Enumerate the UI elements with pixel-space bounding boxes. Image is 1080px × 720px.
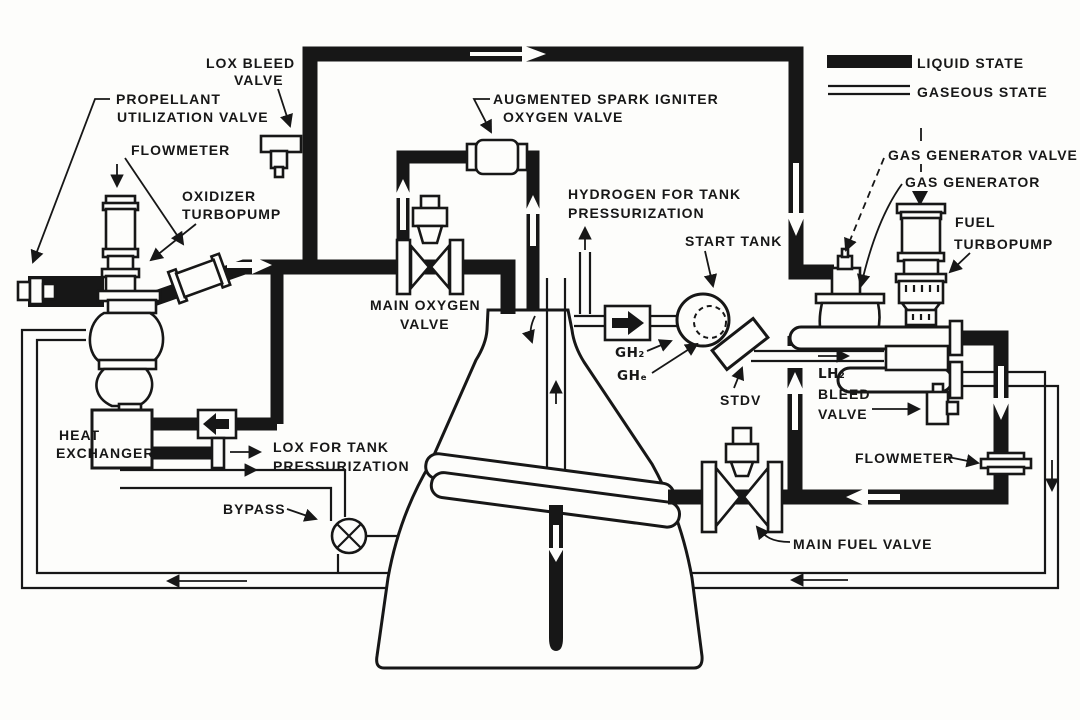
label-gh2: GH₂ [615,345,645,361]
label-heat-exchanger-2: EXCHANGER [56,445,154,461]
label-stdv: STDV [720,392,761,408]
liquid-flow-arrows [227,45,1011,507]
stdv-valve [710,316,770,372]
label-lox-press-2: PRESSURIZATION [273,458,410,474]
label-pu-valve-1: PROPELLANT [116,91,221,107]
label-gas-generator-valve: GAS GENERATOR VALVE [888,147,1078,163]
label-main-fuel-valve: MAIN FUEL VALVE [793,536,932,552]
start-tank-discharge-line [751,349,884,363]
label-oxidizer-turbopump-1: OXIDIZER [182,188,256,204]
label-hydrogen-press-2: PRESSURIZATION [568,205,705,221]
chamber-centerline [549,505,563,651]
label-start-tank: START TANK [685,233,782,249]
label-lh2-bleed-2: BLEED [818,386,870,402]
gh2-start-lines [574,225,678,328]
label-lox-bleed-valve-1: LOX BLEED [206,55,295,71]
label-heat-exchanger-1: HEAT [59,427,100,443]
legend-gaseous-label: GASEOUS STATE [917,84,1048,100]
label-flowmeter-right: FLOWMETER [855,450,954,466]
oxidizer-turbopump [16,194,232,416]
fuel-turbopump [788,191,964,400]
legend-gaseous-swatch [828,84,910,96]
lox-bleed-valve [259,134,303,179]
label-ghe: GHₑ [617,368,647,384]
labels: LOX BLEED VALVE PROPELLANT UTILIZATION V… [56,55,1078,552]
legend: LIQUID STATE GASEOUS STATE [827,55,1048,100]
legend-liquid-label: LIQUID STATE [917,55,1024,71]
label-leaders [30,88,980,543]
label-pu-valve-2: UTILIZATION VALVE [117,109,269,125]
heat-exchanger-bypass-line [120,468,406,573]
label-main-oxygen-valve-1: MAIN OXYGEN [370,297,481,313]
asi-oxygen-valve [465,138,529,176]
chamber-down-arrow [548,525,564,562]
legend-liquid-swatch [827,55,912,68]
injector-center-tube [545,278,567,500]
gas-generator-valve [830,247,862,298]
label-asi-valve-2: OXYGEN VALVE [503,109,623,125]
label-asi-valve-1: AUGMENTED SPARK IGNITER [493,91,719,107]
label-bypass: BYPASS [223,501,286,517]
check-valve-heat-exchanger [196,408,238,440]
label-oxidizer-turbopump-2: TURBOPUMP [182,206,281,222]
main-oxygen-valve [395,194,465,296]
main-fuel-valve [700,426,784,534]
bypass-valve [330,517,368,555]
start-tank [675,292,731,348]
dome-flow-arrow [521,315,536,344]
lox-press-flange [210,436,226,470]
label-hydrogen-press-1: HYDROGEN FOR TANK [568,186,741,202]
check-valve-start-tank [603,304,652,342]
label-main-oxygen-valve-2: VALVE [400,316,450,332]
label-lox-bleed-valve-2: VALVE [234,72,284,88]
label-lh2-bleed-3: VALVE [818,406,868,422]
label-lh2-bleed-1: LH₂ [818,366,845,382]
heat-exchanger [90,408,154,470]
label-fuel-turbopump-2: TURBOPUMP [954,236,1053,252]
label-gas-generator: GAS GENERATOR [905,174,1040,190]
label-fuel-turbopump-1: FUEL [955,214,996,230]
label-flowmeter-left: FLOWMETER [131,142,230,158]
flowmeter-right-symbol [979,451,1033,476]
label-lox-press-1: LOX FOR TANK [273,439,389,455]
lh2-bleed-valve [925,382,960,426]
